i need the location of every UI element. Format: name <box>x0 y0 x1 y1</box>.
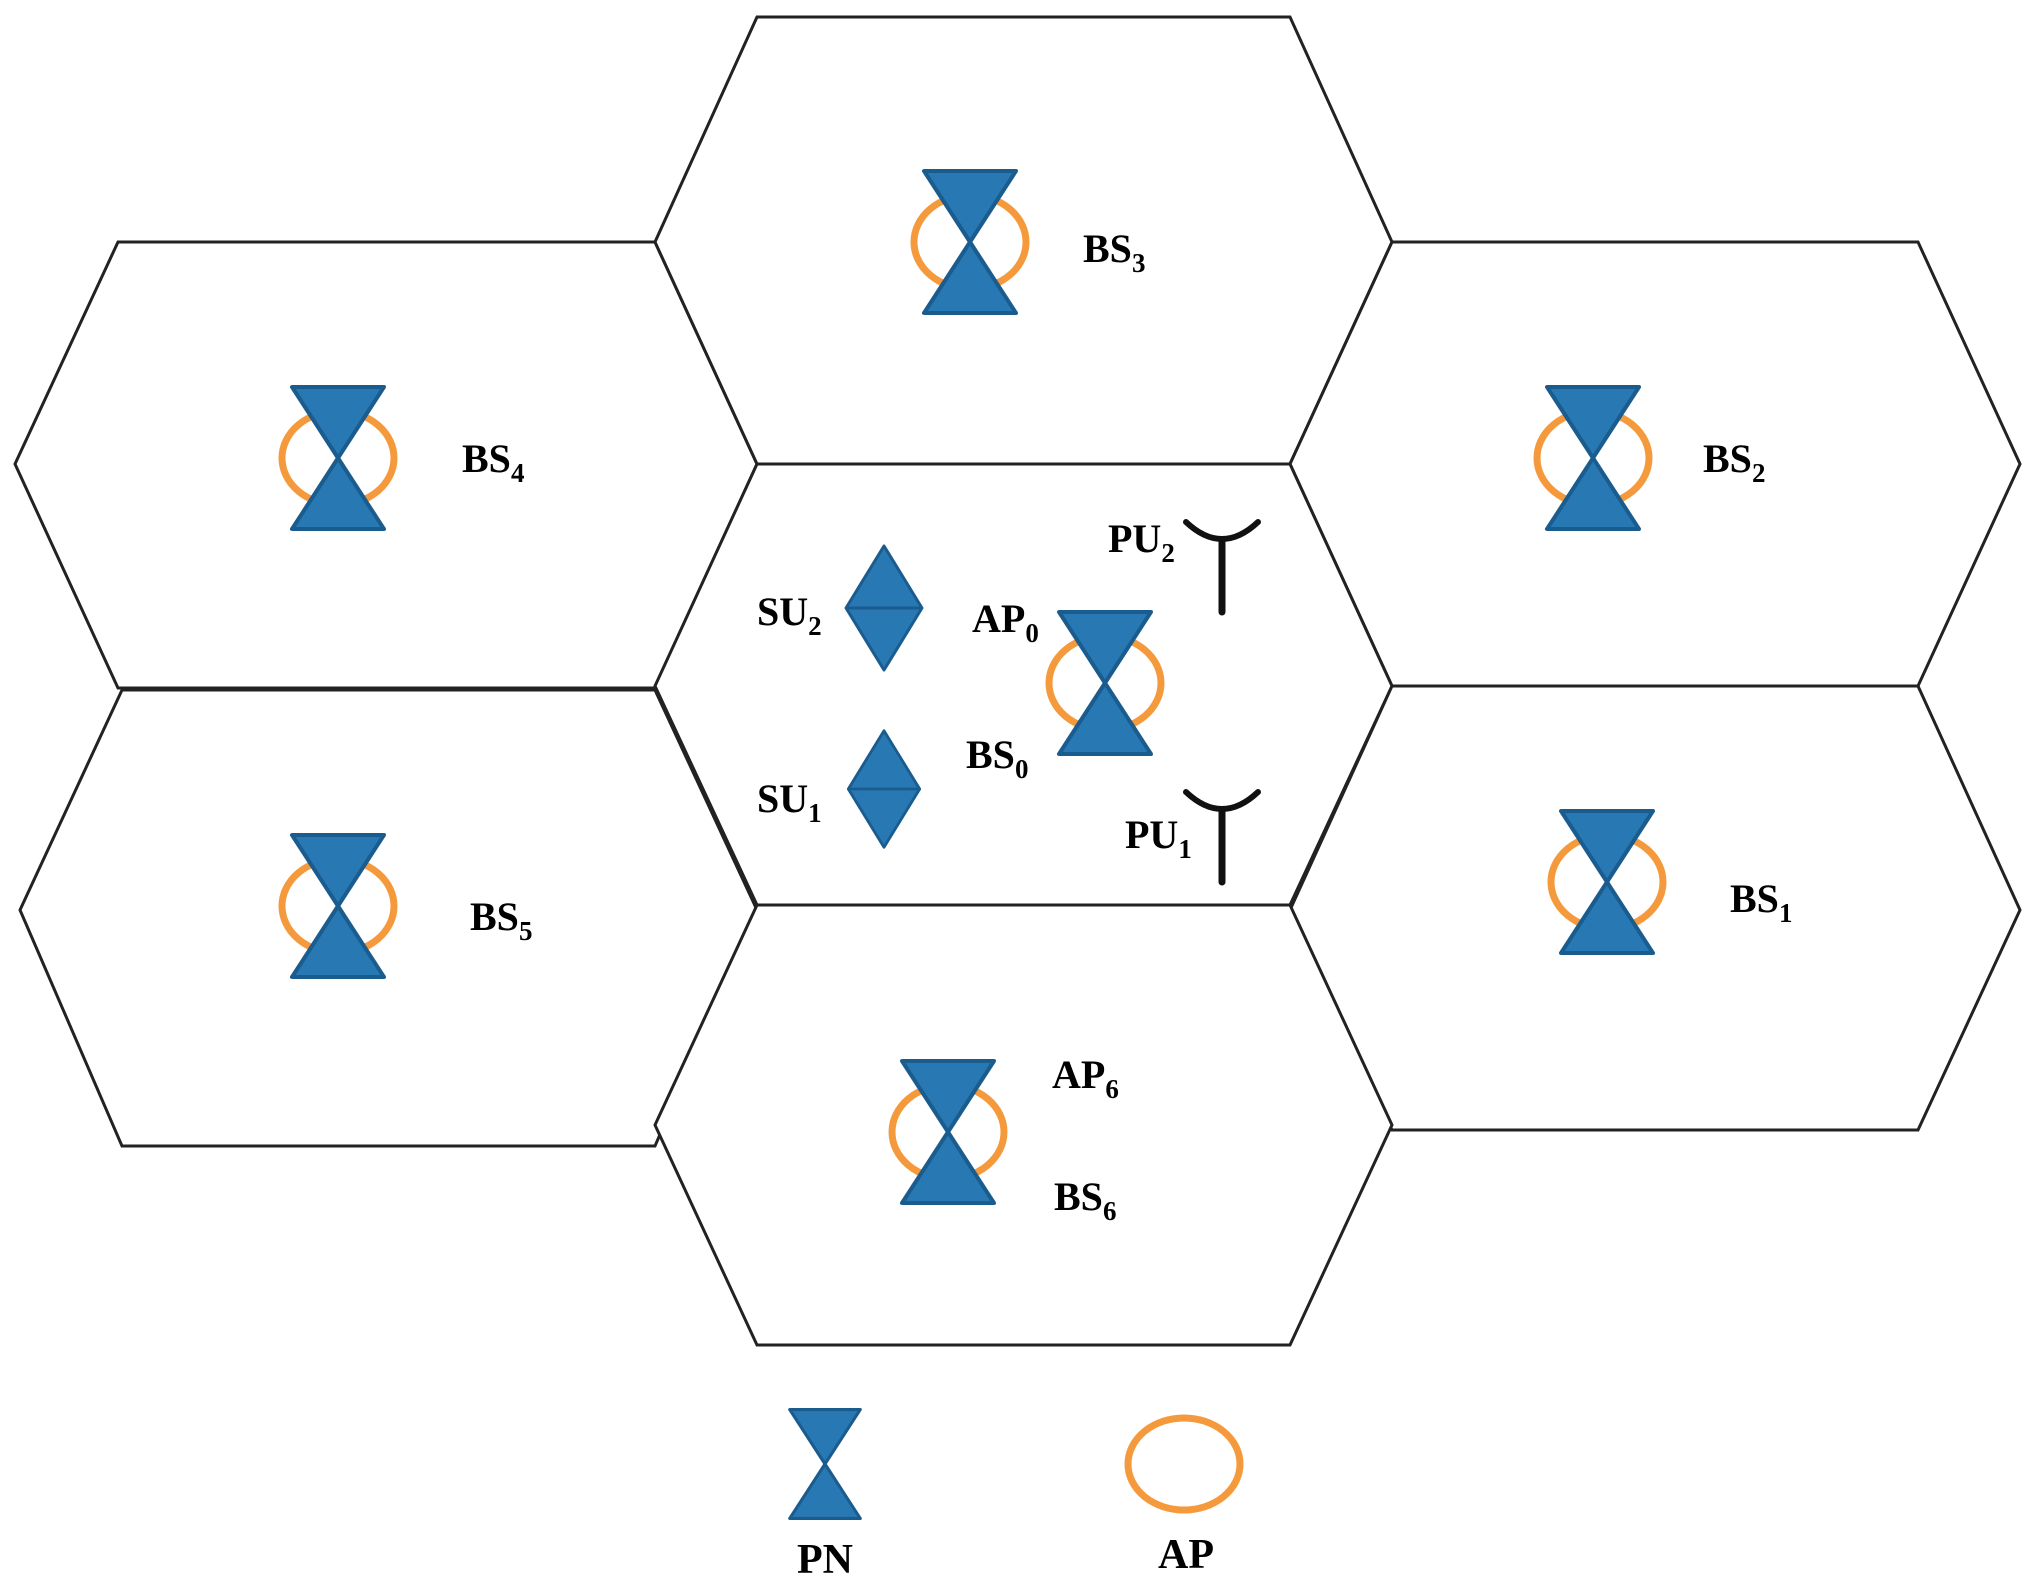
station-bs6: AP6 BS6 <box>888 1052 1119 1226</box>
su2-label: SU2 <box>757 589 822 641</box>
ap0-label: AP0 <box>972 596 1039 648</box>
bs4-label: BS4 <box>462 436 524 488</box>
su1-label: SU1 <box>757 776 822 828</box>
legend-ap: AP <box>1124 1414 1244 1578</box>
bs6-label: BS6 <box>1054 1174 1116 1226</box>
cell-bs5 <box>18 688 759 1148</box>
secondary-user-su2: SU2 <box>757 544 924 672</box>
cell-bs2 <box>1288 240 2022 688</box>
bs5-label: BS5 <box>470 894 532 946</box>
primary-user-pu1: PU1 <box>1125 792 1258 882</box>
legend: PN AP <box>787 1407 1244 1583</box>
bs1-label: BS1 <box>1730 876 1792 928</box>
bs0-label: BS0 <box>966 732 1028 784</box>
station-bs3: BS3 <box>910 169 1145 315</box>
cell-bs0 <box>653 462 1394 907</box>
bs3-label: BS3 <box>1083 226 1145 278</box>
station-bs4: BS4 <box>278 385 524 531</box>
station-bs2: BS2 <box>1533 385 1765 531</box>
legend-pn-label: PN <box>797 1537 853 1583</box>
ap-ring-icon <box>1124 1414 1244 1514</box>
legend-ap-label: AP <box>1158 1532 1214 1578</box>
cell-bs4 <box>13 240 759 690</box>
cell-bs6 <box>653 903 1394 1347</box>
pu1-label: PU1 <box>1125 812 1192 864</box>
ap6-label: AP6 <box>1052 1052 1119 1104</box>
bs2-label: BS2 <box>1703 436 1765 488</box>
station-bs1: BS1 <box>1547 809 1792 955</box>
station-bs5: BS5 <box>278 833 532 979</box>
pu2-label: PU2 <box>1108 516 1175 568</box>
pn-icon <box>787 1407 863 1521</box>
secondary-user-su1: SU1 <box>757 729 922 849</box>
legend-pn: PN <box>787 1407 863 1583</box>
station-bs0: AP0 BS0 <box>966 596 1165 784</box>
primary-user-pu2: PU2 <box>1108 516 1258 612</box>
